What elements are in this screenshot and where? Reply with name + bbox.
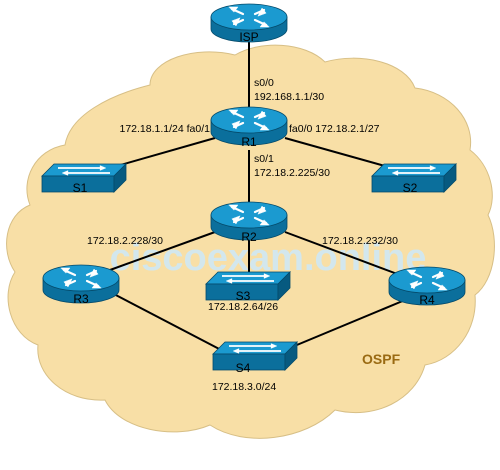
r1-label: R1	[241, 135, 257, 149]
s2-label: S2	[403, 181, 418, 195]
r3-label: R3	[73, 292, 89, 306]
r2-label: R2	[241, 230, 257, 244]
link-r2-r4	[284, 231, 401, 276]
link-r3-s4	[109, 291, 226, 353]
link-r1-s1	[109, 137, 216, 169]
isp-r1-network-label: 192.168.1.1/30	[254, 91, 324, 103]
r1-r2-interface-label: s0/1	[254, 153, 274, 165]
r1-s2-label: fa0/0 172.18.2.1/27	[289, 123, 380, 135]
s4-network-label: 172.18.3.0/24	[212, 381, 276, 393]
r4-label: R4	[419, 293, 435, 307]
link-r1-s2	[284, 137, 393, 169]
r1-s1-label: 172.18.1.1/24 fa0/1	[120, 123, 211, 135]
s1-label: S1	[73, 181, 88, 195]
s3-network-label: 172.18.2.64/26	[208, 301, 278, 313]
r2-r4-network-label: 172.18.2.232/30	[322, 235, 398, 247]
isp-label: ISP	[239, 30, 258, 44]
link-r2-r3	[109, 231, 216, 271]
link-r4-s4	[279, 299, 406, 353]
s3-label: S3	[236, 289, 251, 303]
ospf-area-cloud	[6, 44, 495, 439]
r2-r3-network-label: 172.18.2.228/30	[87, 235, 163, 247]
ospf-area-label: OSPF	[362, 351, 401, 367]
isp-r1-interface-label: s0/0	[254, 77, 274, 89]
s4-label: S4	[236, 361, 251, 375]
switch-s4-icon[interactable]	[212, 341, 298, 371]
r1-r2-network-label: 172.18.2.225/30	[254, 167, 330, 179]
